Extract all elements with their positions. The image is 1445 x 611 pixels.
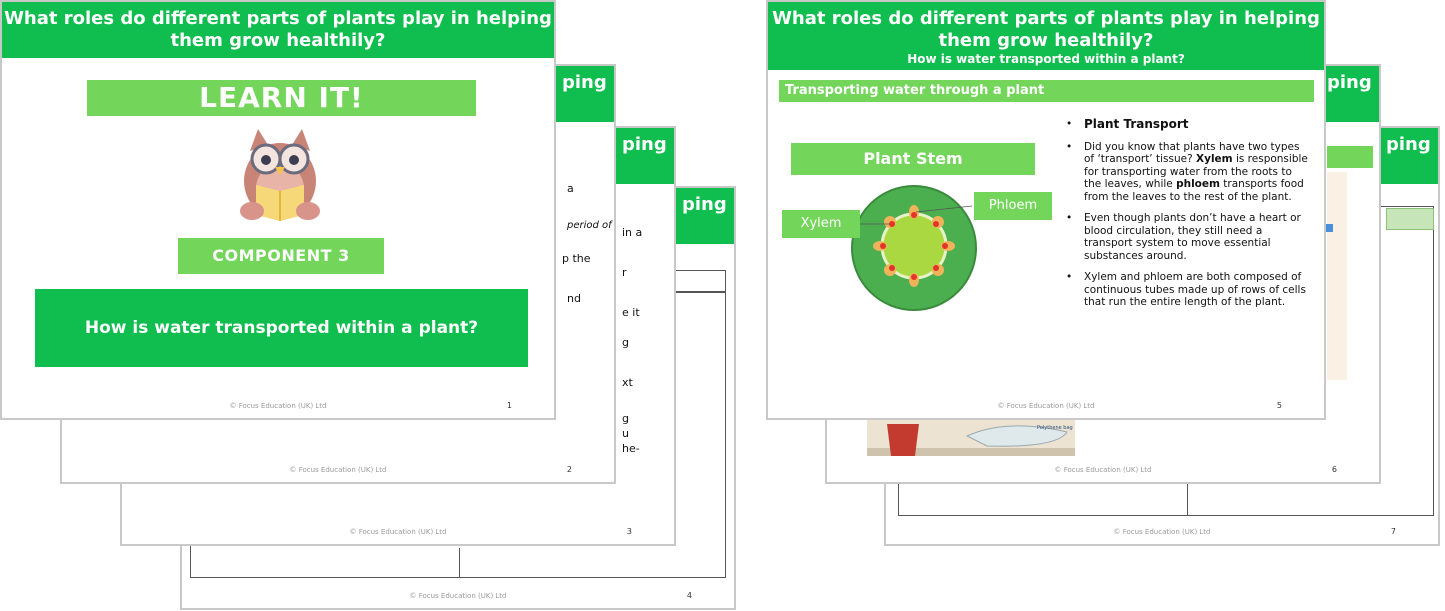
slide-3-text-fragment: g (622, 412, 629, 425)
bullet-text: Even though plants don’t have a heart or… (1084, 212, 1301, 262)
slide-7-page-number: 7 (1390, 527, 1396, 536)
slide-1[interactable]: What roles do different parts of plants … (0, 0, 556, 420)
bullet-item: •Did you know that plants have two types… (1066, 140, 1308, 203)
slide-6-image-marker (1325, 224, 1333, 232)
slide-1-page-number: 1 (506, 401, 512, 410)
slide-2-text-fragment: period of (567, 220, 612, 231)
section-bar: Transporting water through a plant (779, 80, 1314, 102)
slide-7-title-fragment: ping (1386, 134, 1431, 155)
slide-2-text-fragment: nd (567, 292, 581, 305)
slide-5-header: What roles do different parts of plants … (768, 2, 1324, 70)
bullet-item: •Xylem and phloem are both composed of c… (1066, 271, 1306, 308)
slide-4-table-divider (190, 548, 460, 578)
slide-7-table-header (1386, 208, 1434, 230)
slide-3-text-fragment: u (622, 427, 629, 440)
xylem-label: Xylem (782, 210, 860, 238)
slide-3-footer: © Focus Education (UK) Ltd (349, 528, 447, 536)
bullet-list: •Plant Transport •Did you know that plan… (1066, 118, 1311, 318)
bullet-text: Xylem and phloem are both composed of co… (1084, 271, 1306, 308)
slide-6-image-panel (1327, 172, 1347, 380)
slide-3-text-fragment: g (622, 336, 629, 349)
bullet-item: •Even though plants don’t have a heart o… (1066, 212, 1301, 262)
learn-it-banner: LEARN IT! (87, 80, 476, 116)
bullet-heading: Plant Transport (1084, 117, 1189, 131)
bullet-bold-xylem: Xylem (1196, 153, 1233, 165)
bullet-text: transports food from the leaves to the r… (1084, 178, 1304, 203)
question-box: How is water transported within a plant? (35, 289, 528, 367)
slide-1-footer: © Focus Education (UK) Ltd (229, 402, 327, 410)
slide-5-footer: © Focus Education (UK) Ltd (997, 402, 1095, 410)
slide-2-page-number: 2 (566, 465, 572, 474)
slide-1-title-line1: What roles do different parts of plants … (4, 8, 552, 29)
slide-2-title-fragment: ping (562, 72, 607, 93)
slide-5-page-number: 5 (1276, 401, 1282, 410)
slide-2-footer: © Focus Education (UK) Ltd (289, 466, 387, 474)
polythene-bag-image: Polythene bag (867, 420, 1075, 456)
slide-6-footer: © Focus Education (UK) Ltd (1054, 466, 1152, 474)
slide-5-subtitle: How is water transported within a plant? (907, 52, 1185, 66)
slide-7-table-divider (898, 484, 1188, 516)
slide-3-text-fragment: in a (622, 226, 643, 239)
slide-3-text-fragment: e it (622, 306, 640, 319)
slide-6-page-number: 6 (1331, 465, 1337, 474)
slide-7-footer: © Focus Education (UK) Ltd (1113, 528, 1211, 536)
slide-1-title-line2: them grow healthily? (170, 30, 386, 51)
slide-5[interactable]: What roles do different parts of plants … (766, 0, 1326, 420)
component-banner: COMPONENT 3 (178, 238, 384, 274)
slide-4-title-fragment: ping (682, 194, 727, 215)
owl-reading-icon (240, 129, 320, 221)
slide-1-header: What roles do different parts of plants … (2, 2, 554, 58)
bullet-item: •Plant Transport (1066, 117, 1189, 131)
bullet-text: is responsible for transporting water fr… (1084, 153, 1308, 190)
bullet-bold-phloem: phloem (1176, 178, 1220, 190)
slide-5-title-line2: them grow healthily? (938, 30, 1154, 51)
polythene-bag-label: Polythene bag (1037, 425, 1073, 431)
slide-6-title-fragment: ping (1327, 72, 1372, 93)
bullet-text: Did you know that plants have two types … (1084, 140, 1300, 166)
plant-stem-label: Plant Stem (791, 143, 1035, 175)
slide-5-title-line1: What roles do different parts of plants … (772, 8, 1320, 29)
slide-2-text-fragment: p the (562, 252, 591, 265)
slide-3-text-fragment: r (622, 266, 627, 279)
slide-3-page-number: 3 (626, 527, 632, 536)
slide-2-text-fragment: a (567, 182, 574, 195)
slide-4-page-number: 4 (686, 591, 692, 600)
phloem-label: Phloem (974, 192, 1052, 220)
stem-cross-section-diagram (851, 185, 977, 311)
slide-3-title-fragment: ping (622, 134, 667, 155)
slide-6-section-bar (1327, 146, 1373, 168)
slide-3-text-fragment: he- (622, 442, 640, 455)
slide-3-text-fragment: xt (622, 376, 633, 389)
slide-4-footer: © Focus Education (UK) Ltd (409, 592, 507, 600)
